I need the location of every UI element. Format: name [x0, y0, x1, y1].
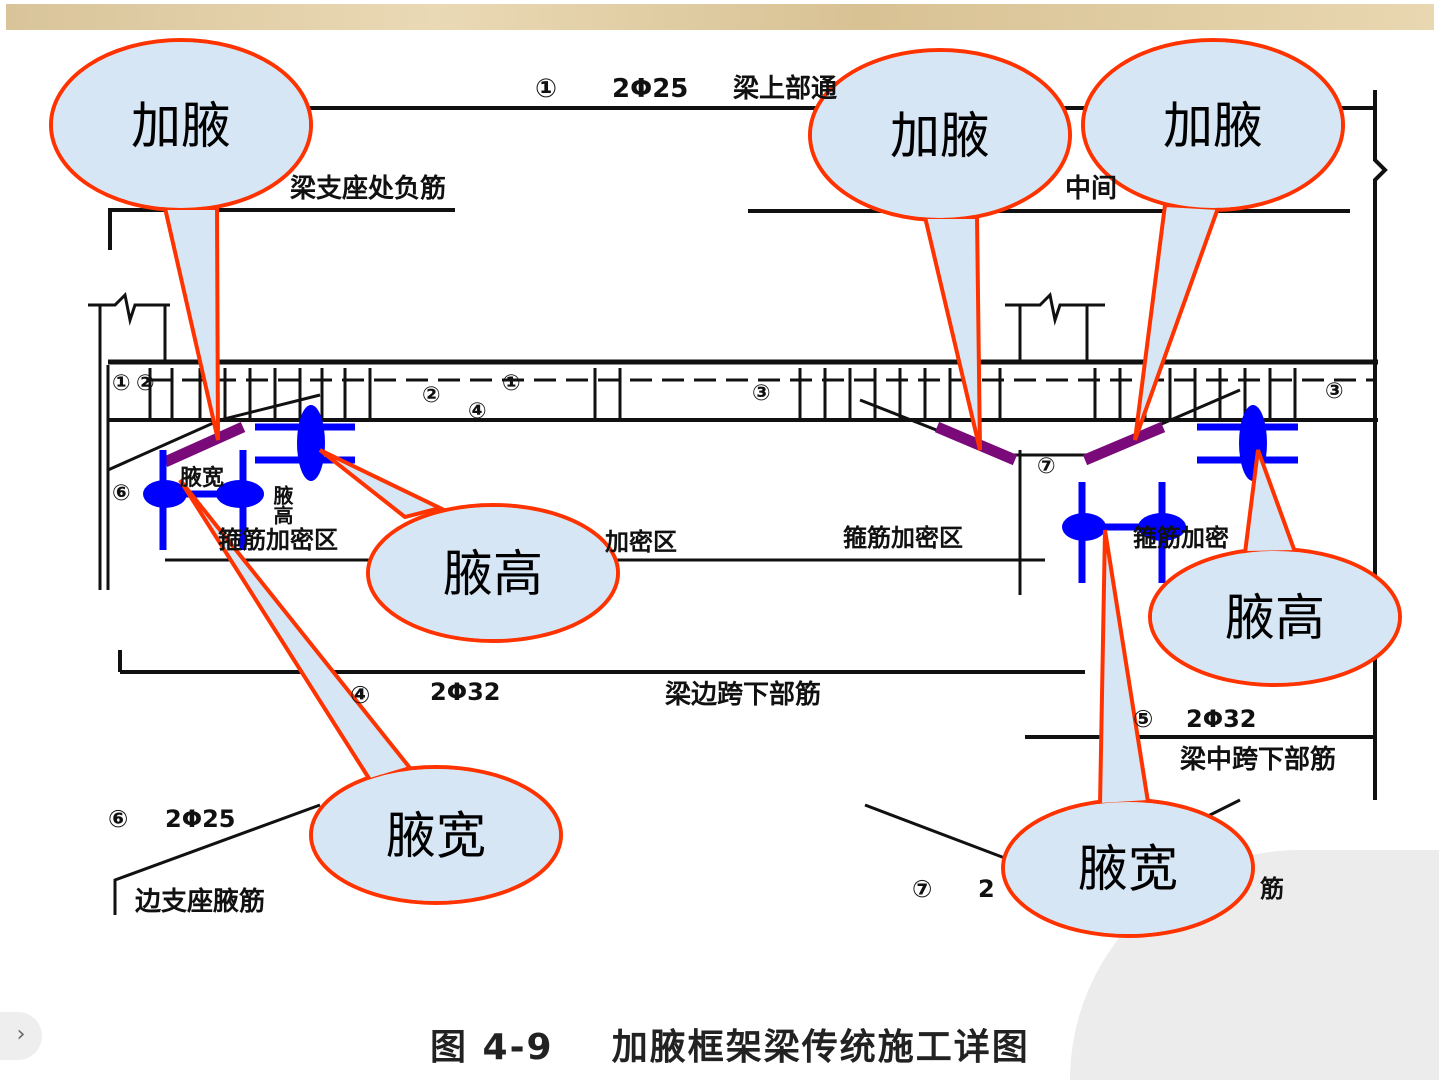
support-neg-label: 梁支座处负筋 [289, 173, 446, 204]
seven-bar-tail: 筋 [1259, 875, 1284, 903]
next-slide-button[interactable]: › [0, 1012, 42, 1060]
callout-label: 加腋 [1163, 97, 1263, 155]
mid-bar-spec: 2Φ32 [1186, 705, 1257, 733]
beam-num: ① [502, 371, 521, 396]
callout-bubble: 加腋 [1081, 38, 1345, 441]
callout-label: 腋高 [443, 545, 543, 603]
callouts: 加腋加腋加腋腋高腋高腋宽腋宽 [49, 38, 1402, 938]
haunch-mark [1082, 421, 1166, 466]
bottom-bar-spec: 2Φ32 [430, 678, 501, 706]
callout-bubble: 加腋 [808, 48, 1072, 451]
figure-caption: 图 4-9 加腋框架梁传统施工详图 [430, 1027, 1030, 1068]
middle-label: 中间 [1065, 174, 1117, 204]
diagram-labels: ① 2Φ25 梁上部通 梁支座处负筋 中间 ① ② ② ④ ① ③ ③ ⑥ ⑦ … [108, 74, 1344, 917]
callout-label: 加腋 [131, 97, 231, 155]
haunch-mark [162, 421, 246, 468]
edge-bar-num: ⑥ [108, 805, 128, 833]
bottom-bar-name: 梁边跨下部筋 [664, 679, 821, 710]
mid-bar-num: ⑤ [1133, 705, 1153, 733]
dimension-marks [143, 405, 1298, 583]
stirrup-zone-label: 箍筋加密 [1133, 524, 1229, 552]
haunch-height-small: 腋高 [270, 484, 294, 525]
beam-num: ⑥ [112, 481, 131, 506]
callout-label: 腋宽 [1078, 840, 1178, 898]
haunch-width-small: 腋宽 [180, 465, 224, 491]
mid-bar-name: 梁中跨下部筋 [1179, 744, 1336, 775]
top-bar-num: ① [535, 74, 557, 104]
callout-pointer [922, 215, 982, 451]
seven-bar-num: ⑦ [912, 875, 932, 903]
haunch-marks [162, 421, 1166, 468]
callout-bubble: 腋宽 [1001, 529, 1255, 938]
beam-num: ② [136, 371, 155, 396]
callout-bubble: 腋宽 [178, 478, 563, 905]
stirrup-zone-label: 箍筋加密区 [843, 524, 963, 552]
edge-bar-spec: 2Φ25 [165, 805, 236, 833]
beam-num: ① [112, 371, 131, 396]
callout-bubble: 加腋 [49, 38, 313, 441]
callout-bubble: 腋高 [1148, 449, 1402, 687]
beam-num: ④ [468, 399, 487, 424]
callout-label: 加腋 [890, 107, 990, 165]
stirrup-zone-label: 加密区 [605, 528, 677, 556]
beam-num: ② [422, 383, 441, 408]
slide-banner [6, 4, 1434, 30]
seven-bar-spec: 2 [978, 875, 995, 903]
haunch-mark [934, 421, 1018, 466]
stirrups [148, 368, 1375, 418]
callout-pointer [178, 478, 414, 783]
chevron-right-icon: › [16, 1022, 26, 1047]
top-bar-name: 梁上部通 [732, 74, 837, 104]
callout-pointer [162, 206, 220, 441]
stirrup-zone-label: 箍筋加密区 [218, 526, 338, 554]
callout-label: 腋宽 [386, 807, 486, 865]
beam-num: ⑦ [1037, 454, 1056, 479]
beam-num: ③ [752, 381, 771, 406]
callout-pointer [318, 448, 446, 520]
top-bar-spec: 2Φ25 [612, 74, 688, 104]
callout-label: 腋高 [1225, 589, 1325, 647]
bottom-bar-num: ④ [350, 681, 370, 709]
callout-pointer [1097, 529, 1151, 808]
beam-num: ③ [1325, 379, 1344, 404]
edge-bar-name: 边支座腋筋 [135, 886, 265, 917]
callout-bubble: 腋高 [318, 448, 620, 643]
